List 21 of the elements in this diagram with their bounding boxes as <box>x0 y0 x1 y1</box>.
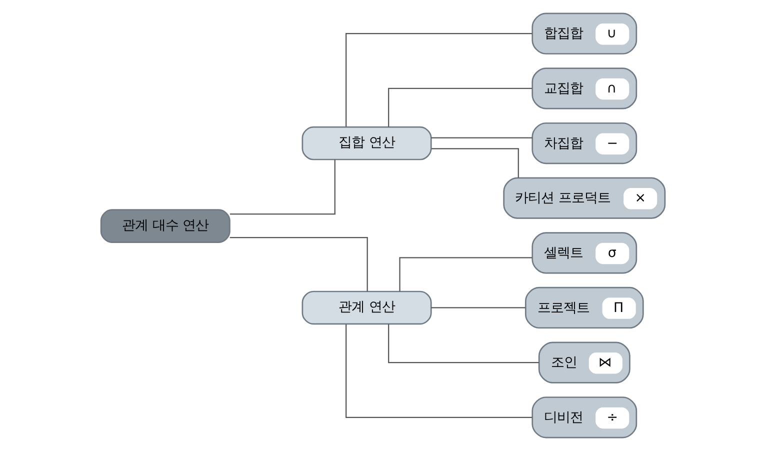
node-box: 셀렉트 σ <box>532 232 638 274</box>
node-box: 교집합 ∩ <box>532 67 638 109</box>
node-box: 관계 대수 연산 <box>100 208 230 242</box>
node-box: 디비전 ÷ <box>532 396 638 438</box>
connector <box>431 306 526 308</box>
connector <box>388 324 539 363</box>
connector <box>388 87 532 126</box>
connector <box>431 136 532 138</box>
connector <box>346 324 532 418</box>
connector <box>399 256 532 291</box>
node-box: 프로젝트 Π <box>524 286 644 328</box>
node-box: 차집합 − <box>532 122 638 164</box>
node-box: 관계 연산 <box>302 290 432 324</box>
connector <box>346 32 532 126</box>
node-box: 카티션 프로덕트 × <box>503 176 666 218</box>
node-box: 합집합 ∪ <box>532 12 638 54</box>
node-box: 집합 연산 <box>302 126 432 160</box>
connector <box>230 159 336 214</box>
connector <box>230 236 368 291</box>
connector <box>432 148 519 178</box>
node-box: 조인 ⋈ <box>538 341 630 383</box>
